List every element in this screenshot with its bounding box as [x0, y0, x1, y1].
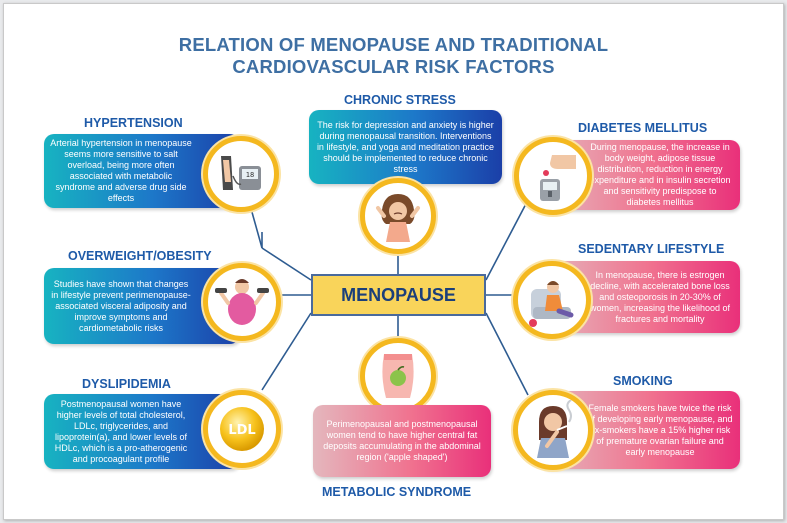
heading-hypertension: HYPERTENSION	[84, 116, 183, 130]
blood-pressure-monitor-icon: 18	[203, 136, 279, 212]
center-menopause: MENOPAUSE	[311, 274, 486, 316]
stressed-woman-icon	[360, 178, 436, 254]
heading-diabetes: DIABETES MELLITUS	[578, 121, 708, 135]
glucometer-icon	[514, 137, 592, 215]
waist-apple-icon	[360, 338, 436, 414]
heading-sedentary: SEDENTARY LIFESTYLE	[578, 242, 725, 256]
connector-hypertension-a	[261, 247, 312, 281]
text-metabolic: Perimenopausal and postmenopausal women …	[313, 405, 491, 477]
title-line-1: RELATION OF MENOPAUSE AND TRADITIONAL	[178, 34, 609, 55]
heading-chronic-stress: CHRONIC STRESS	[344, 93, 456, 107]
text-dyslipidemia: Postmenopausal women have higher levels …	[44, 394, 240, 469]
heading-overweight: OVERWEIGHT/OBESITY	[68, 249, 212, 263]
heading-metabolic: METABOLIC SYNDROME	[322, 485, 472, 499]
connector-smoking	[485, 312, 529, 396]
woman-dumbbells-icon	[203, 263, 281, 341]
heading-smoking: SMOKING	[613, 374, 673, 388]
connector-diabetes	[485, 199, 529, 281]
page-title: RELATION OF MENOPAUSE AND TRADITIONAL CA…	[0, 34, 787, 78]
connector-hypertension-c	[249, 204, 263, 249]
heading-dyslipidemia: DYSLIPIDEMIA	[82, 377, 171, 391]
woman-armchair-icon	[513, 261, 591, 339]
title-line-2: CARDIOVASCULAR RISK FACTORS	[232, 56, 555, 77]
text-chronic-stress: The risk for depression and anxiety is h…	[309, 110, 502, 184]
connector-dyslipidemia	[261, 312, 312, 391]
svg-text:18: 18	[246, 171, 254, 179]
woman-smoking-icon	[513, 390, 593, 470]
ldl-ball-label: LDL	[228, 423, 255, 438]
ldl-ball-icon: LDL	[203, 390, 281, 468]
